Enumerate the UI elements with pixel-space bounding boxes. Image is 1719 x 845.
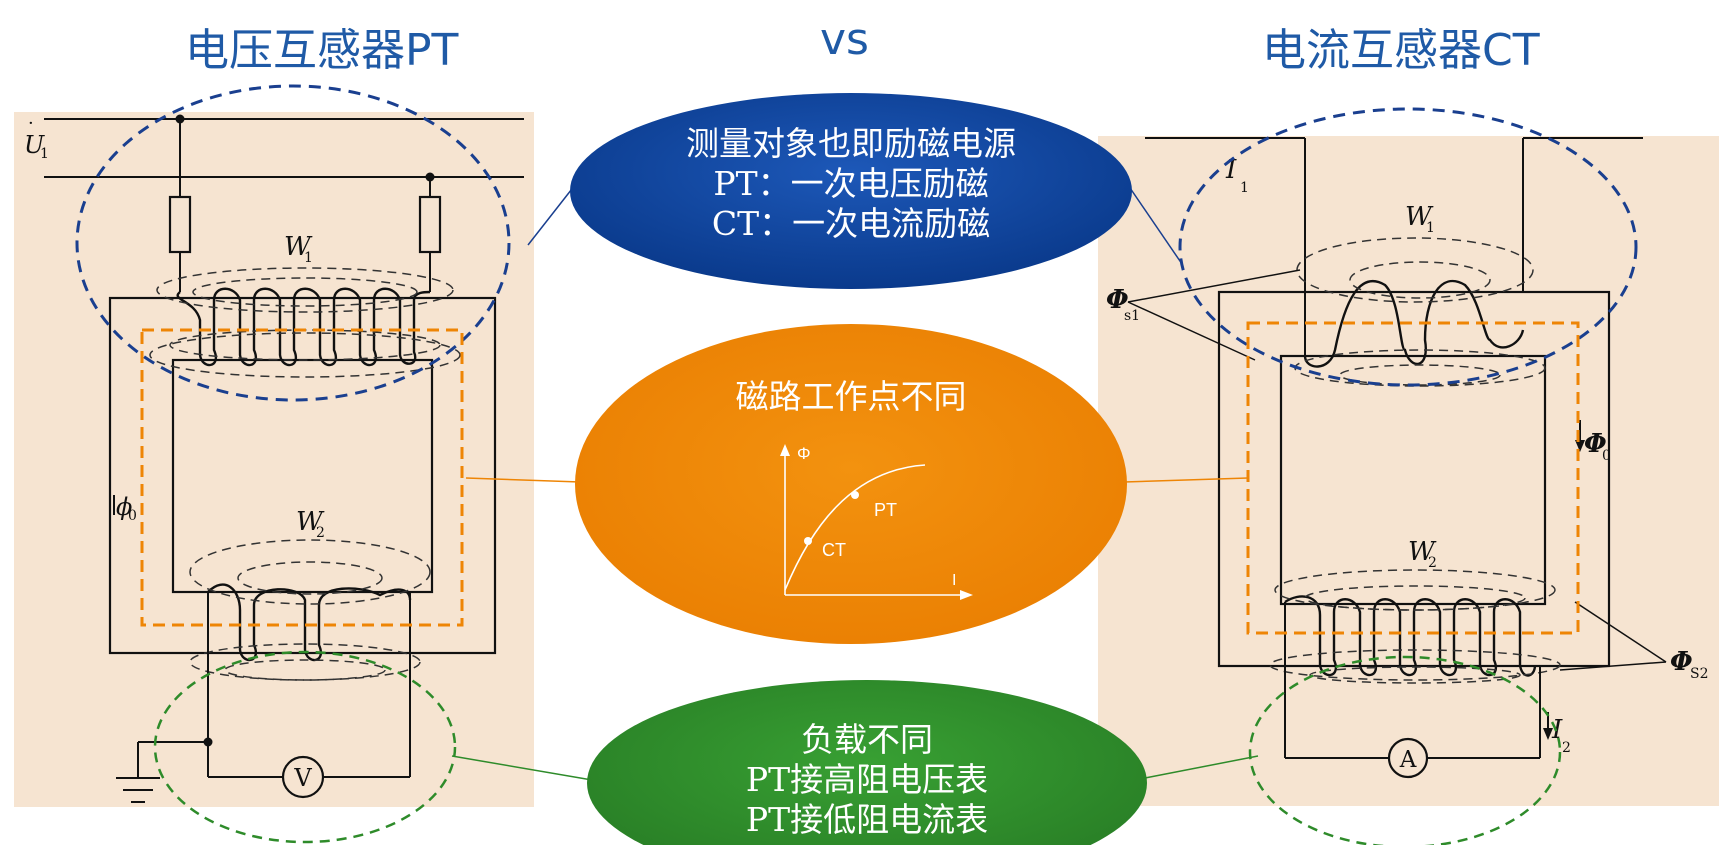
ct-point-label: CT [822,540,846,560]
callout-operating-point: 磁路工作点不同 Φ I PT CT [575,324,1127,644]
pt-excitation-highlight [75,84,511,402]
pt-voltage-label: U [24,131,45,159]
callout-load-line-1: 负载不同 [801,720,933,759]
svg-text:2: 2 [1562,740,1571,756]
pt-diagram: V U · 1 W 1 W 2 ϕ 0 [14,84,534,844]
svg-text:s1: s1 [1124,308,1140,324]
callout-excitation-line-1: 测量对象也即励磁电源 [686,124,1016,163]
ct-flux-s2-label: Φ [1670,647,1693,677]
callout-excitation-line-2: PT：一次电压励磁 [713,164,988,203]
ct-primary-winding [1303,279,1525,368]
svg-text:·: · [28,113,34,134]
callout-load-line-2: PT接高阻电压表 [746,760,988,799]
pt-secondary-winding [207,583,412,662]
svg-text:S2: S2 [1690,666,1709,682]
ct-operating-point [804,537,812,545]
ct-core-inner [1279,354,1547,606]
title-ct: 电流互感器CT [1262,25,1540,76]
callout-load: 负载不同 PT接高阻电压表 PT接低阻电流表 [587,680,1147,845]
pt-point-label: PT [874,500,897,520]
pt-load-highlight [153,650,457,844]
svg-text:1: 1 [40,146,49,162]
svg-text:0: 0 [128,508,137,524]
title-pt: 电压互感器PT [185,25,459,76]
callout-excitation: 测量对象也即励磁电源 PT：一次电压励磁 CT：一次电流励磁 [570,93,1132,289]
ct-excitation-highlight [1178,107,1638,387]
callout-connectors [451,184,1259,781]
svg-text:1: 1 [1240,180,1249,196]
voltmeter-label: V [293,764,312,792]
pt-panel [14,112,534,807]
svg-text:1: 1 [1426,220,1435,236]
ct-secondary-winding [1284,595,1537,677]
curve-x-label: I [952,572,956,589]
ammeter-label: A [1399,747,1417,773]
pt-operating-point [851,491,859,499]
ct-panel [1098,136,1719,806]
callout-excitation-line-3: CT：一次电流励磁 [712,204,990,243]
magnetization-curve [784,464,926,591]
callout-operating-point-title: 磁路工作点不同 [736,377,967,416]
curve-y-label: Φ [797,444,811,463]
svg-text:0: 0 [1602,448,1611,464]
ct-secondary-circuit [1284,602,1541,759]
magnetization-curve-plot [780,444,973,600]
pt-primary-winding [176,287,431,367]
title-vs: vs [820,14,869,65]
ct-flux-s1-label: Φ [1106,285,1129,315]
pt-flux-label: ϕ [116,493,132,521]
svg-text:1: 1 [304,250,313,266]
ct-w1-label: W [1405,202,1434,232]
callout-load-line-3: PT接低阻电流表 [746,800,988,839]
svg-text:2: 2 [1428,555,1437,571]
pt-w2-label: W [296,507,325,537]
pt-leakage-flux-w2 [189,539,431,681]
pt-core-highlight [140,328,464,627]
ct-load-highlight [1248,655,1562,845]
ct-diagram: A I 1 W 1 W 2 Φ s1 Φ 0 Φ S2 I 2 [1098,107,1719,845]
voltmeter [281,755,325,799]
pt-w1-label: W [284,232,313,262]
ct-flux-0-label: Φ [1584,429,1607,459]
pt-secondary-circuit [116,592,411,803]
ct-w2-label: W [1408,537,1437,567]
ammeter [1387,737,1429,779]
ct-leakage-flux [1269,237,1561,684]
svg-text:2: 2 [316,525,325,541]
